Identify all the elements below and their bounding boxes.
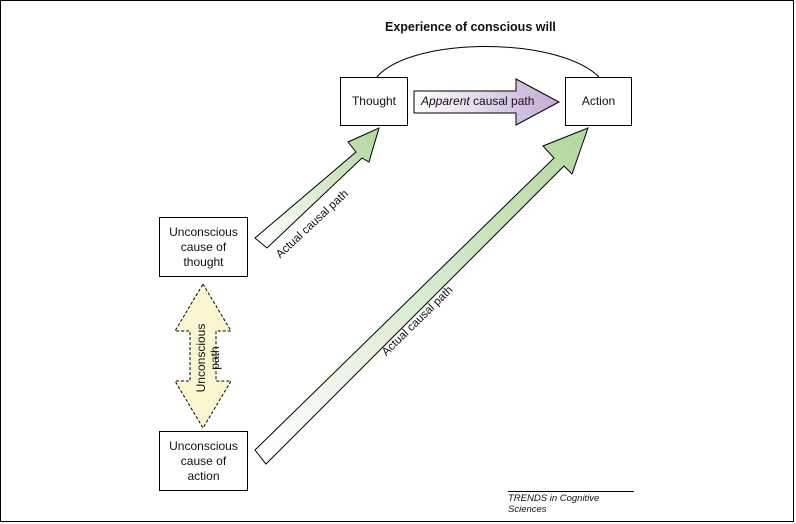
unconscious-action-line-3: action: [187, 468, 220, 483]
apparent-causal-arrow: [413, 78, 561, 126]
actual-causal-arrow-thought: [254, 127, 380, 249]
action-label: Action: [581, 94, 616, 108]
credit-journal: TRENDS: [508, 493, 548, 504]
unconscious-thought-line-3: thought: [183, 254, 224, 269]
thought-box: Thought: [340, 77, 408, 126]
thought-label: Thought: [351, 94, 397, 108]
journal-credit: TRENDS in Cognitive Sciences: [508, 491, 634, 515]
unconscious-cause-action-box: Unconscious cause of action: [159, 431, 248, 491]
apparent-label-italic: Apparent: [421, 94, 470, 108]
apparent-causal-label: Apparent causal path: [421, 94, 534, 108]
unconscious-thought-line-2: cause of: [180, 239, 227, 254]
unconscious-path-arrow: [174, 283, 232, 429]
unconscious-action-line-1: Unconscious: [169, 438, 238, 453]
unconscious-thought-line-1: Unconscious: [169, 224, 238, 239]
unconscious-path-line-1: Unconscious: [194, 323, 208, 393]
actual-causal-arrow-action: [254, 127, 589, 465]
unconscious-path-line-2: path: [208, 346, 222, 370]
experience-arc: [375, 46, 601, 79]
credit-rest: in Cognitive Sciences: [508, 493, 600, 515]
unconscious-cause-thought-box: Unconscious cause of thought: [159, 217, 248, 277]
unconscious-path-label: Unconscious path: [194, 318, 222, 398]
apparent-label-rest: causal path: [469, 94, 535, 108]
unconscious-action-line-2: cause of: [180, 453, 227, 468]
action-box: Action: [565, 77, 632, 126]
experience-title: Experience of conscious will: [385, 20, 556, 34]
